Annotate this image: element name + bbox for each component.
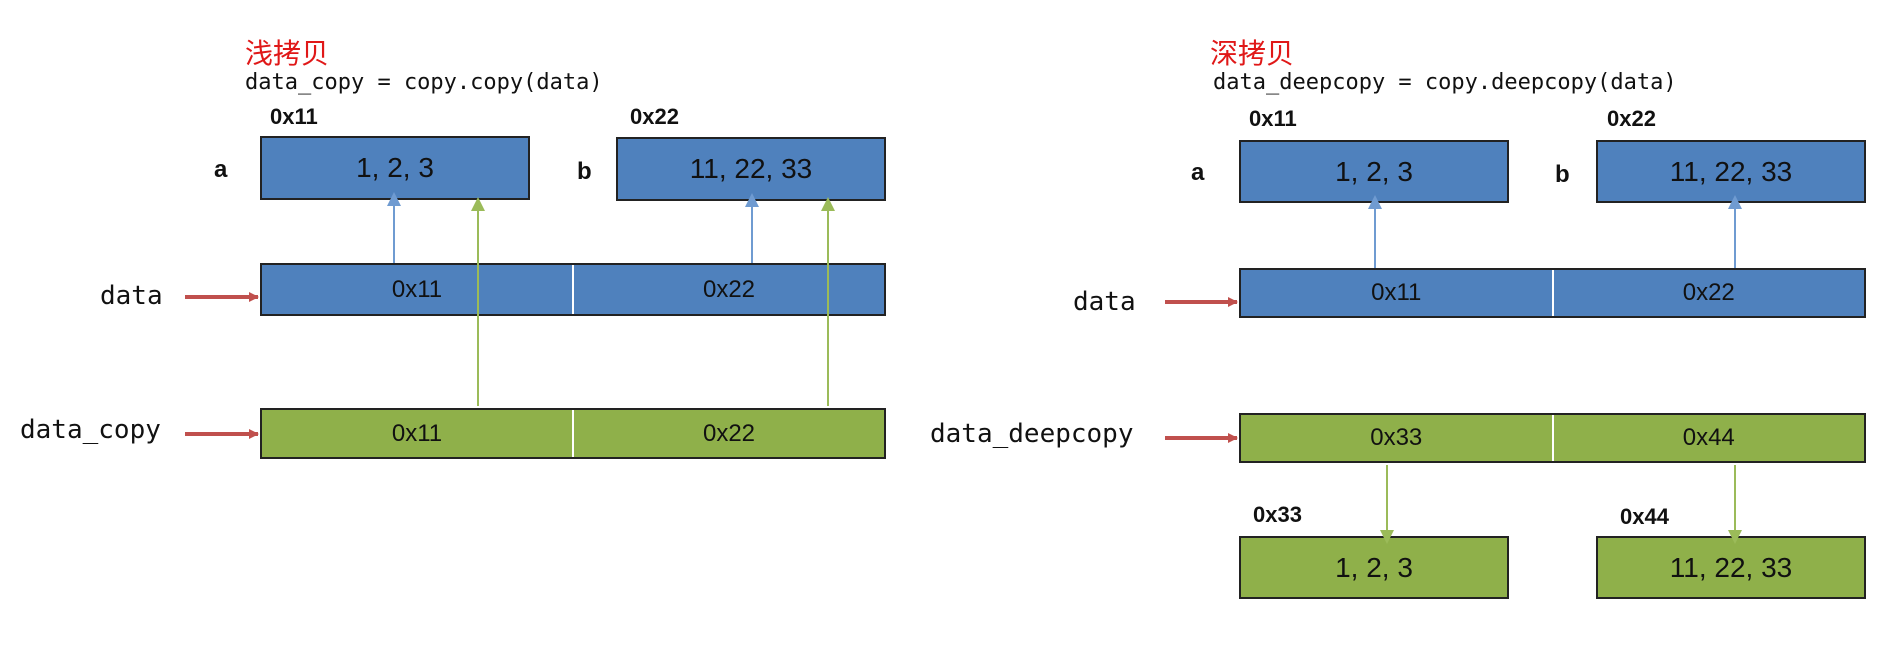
shallow-data-list: 0x11 0x22 [260, 263, 886, 316]
shallow-copy-list: 0x11 0x22 [260, 408, 886, 459]
shallow-obj-a-value: 1, 2, 3 [356, 152, 434, 183]
deep-copy-list: 0x33 0x44 [1239, 413, 1866, 463]
shallow-obj-b-box: 11, 22, 33 [616, 137, 886, 201]
deep-copy-cell-1: 0x44 [1551, 415, 1865, 461]
shallow-obj-a-label: a [214, 156, 228, 183]
shallow-obj-b-addr: 0x22 [630, 104, 679, 129]
shallow-copy-cell-0: 0x11 [391, 419, 443, 447]
shallow-data-cell-1: 0x22 [572, 265, 884, 314]
shallow-copy-label: data_copy [20, 415, 161, 445]
shallow-title: 浅拷贝 [245, 37, 330, 70]
shallow-data-label: data [100, 281, 163, 311]
deep-obj-b-label: b [1555, 161, 1570, 188]
deep-data-cell-0: 0x11 [1371, 279, 1422, 306]
deep-copy-b-value: 11, 22, 33 [1669, 551, 1793, 583]
deep-copy-a-box: 1, 2, 3 [1239, 536, 1509, 599]
shallow-obj-a-addr: 0x11 [270, 104, 318, 129]
shallow-copy-cell-1: 0x22 [572, 410, 884, 457]
deep-copy-a-addr: 0x33 [1253, 502, 1302, 527]
deep-copy-b-addr: 0x44 [1620, 504, 1669, 529]
deep-obj-a-addr: 0x11 [1249, 106, 1297, 131]
shallow-obj-b-label: b [577, 158, 592, 185]
deep-copy-cell-0: 0x33 [1370, 424, 1423, 451]
deep-obj-a-value: 1, 2, 3 [1335, 155, 1413, 187]
deep-data-label: data [1073, 287, 1136, 317]
shallow-obj-a-box: 1, 2, 3 [260, 136, 530, 200]
shallow-code: data_copy = copy.copy(data) [245, 70, 603, 95]
deep-data-cell-1: 0x22 [1551, 270, 1865, 316]
deep-obj-b-value: 11, 22, 33 [1669, 155, 1793, 187]
deep-copy-b-box: 11, 22, 33 [1596, 536, 1866, 599]
shallow-obj-b-value: 11, 22, 33 [689, 153, 813, 184]
deep-data-list: 0x11 0x22 [1239, 268, 1866, 318]
deep-obj-b-addr: 0x22 [1607, 106, 1656, 131]
deep-title: 深拷贝 [1210, 37, 1295, 70]
deep-obj-a-label: a [1191, 159, 1205, 186]
deep-code: data_deepcopy = copy.deepcopy(data) [1213, 70, 1677, 95]
deep-copy-label: data_deepcopy [930, 419, 1134, 449]
deep-obj-a-box: 1, 2, 3 [1239, 140, 1509, 203]
deep-copy-a-value: 1, 2, 3 [1335, 551, 1413, 583]
shallow-data-cell-0: 0x11 [391, 275, 443, 303]
